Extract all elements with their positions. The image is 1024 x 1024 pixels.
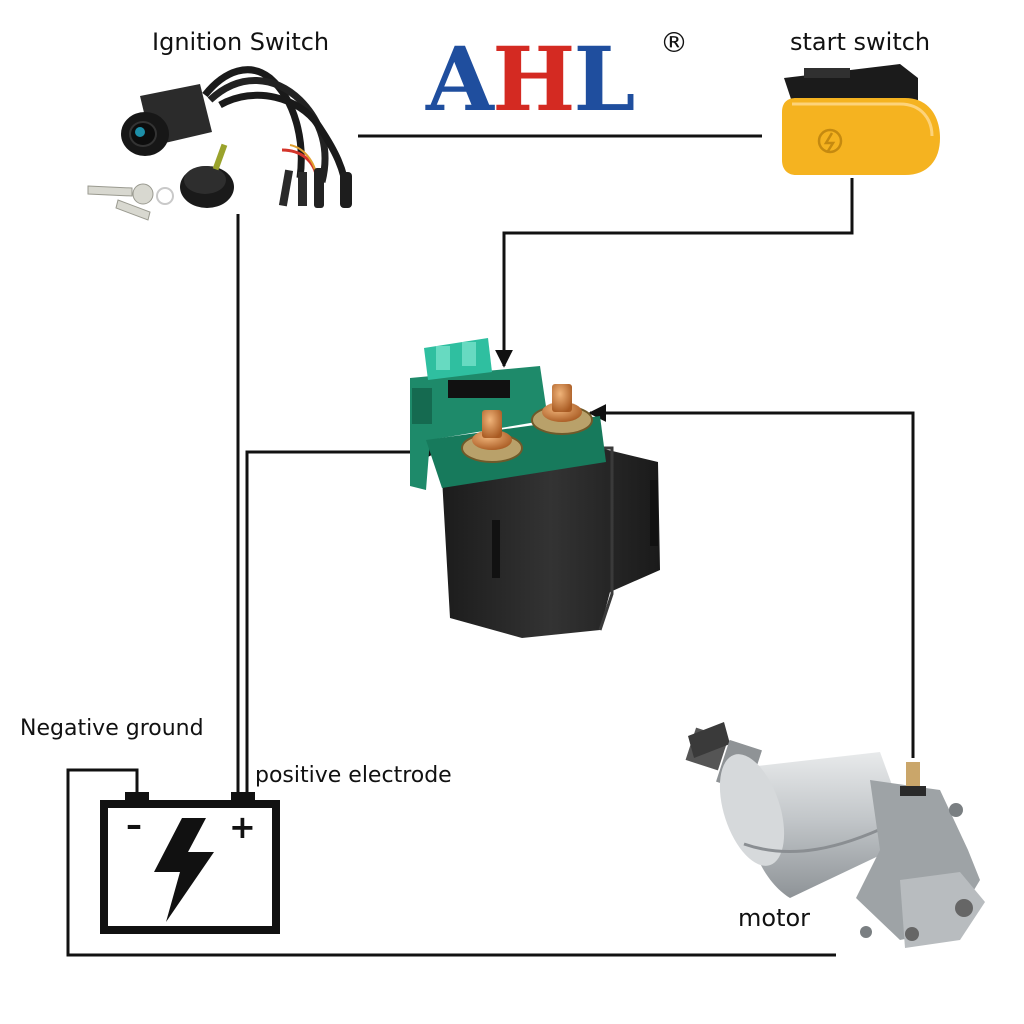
label-ignition-switch: Ignition Switch <box>152 28 330 56</box>
battery-positive-symbol: + <box>229 808 256 846</box>
wire-motor-to-relay <box>588 404 915 758</box>
start-push-button-icon <box>782 64 940 175</box>
label-positive-electrode: positive electrode <box>255 763 452 788</box>
key-ignition-switch-icon <box>87 66 352 221</box>
wire-start-to-relay <box>495 178 854 368</box>
label-motor: motor <box>738 904 811 932</box>
lightning-bolt-icon <box>154 818 214 922</box>
battery-negative-symbol: – <box>126 806 142 844</box>
battery-icon: – + <box>100 792 280 934</box>
wires <box>66 134 915 957</box>
logo-letter-l: L <box>572 27 637 131</box>
brand-logo: AHL <box>424 33 636 126</box>
label-negative-ground: Negative ground <box>20 716 204 741</box>
starter-relay-solenoid-icon <box>410 338 660 638</box>
registered-mark: ® <box>660 26 688 59</box>
logo-letter-a: A <box>424 27 495 131</box>
starter-motor-icon <box>685 722 985 948</box>
label-start-switch: start switch <box>790 28 931 56</box>
logo-letter-h: H <box>491 27 577 131</box>
wire-battery-to-relay <box>245 443 438 792</box>
wire-negative-ground <box>66 768 836 957</box>
